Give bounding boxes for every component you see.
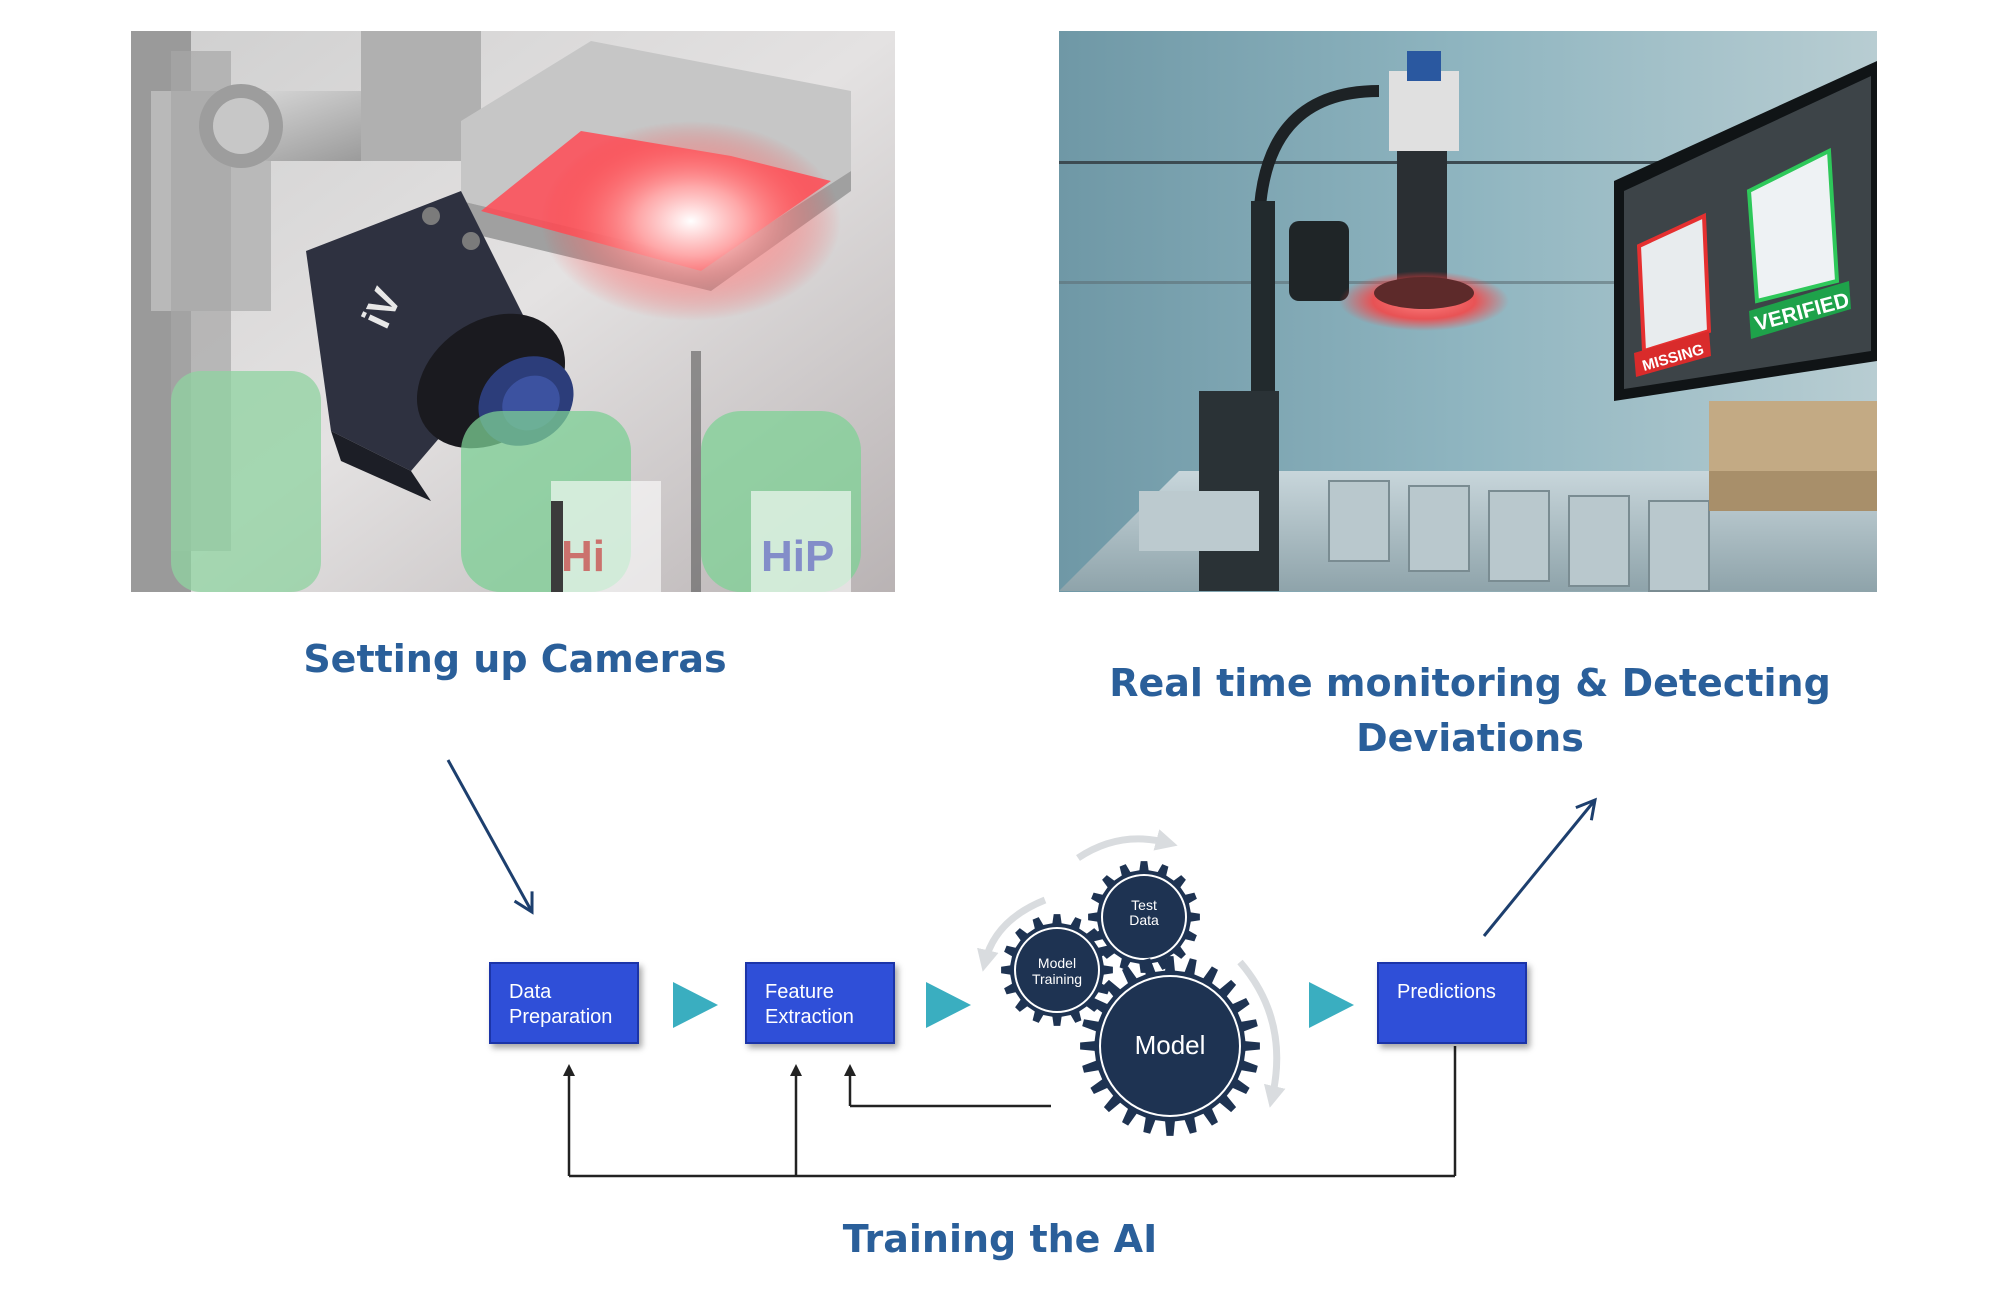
camera-setup-photo: iV Hi HiP: [131, 31, 895, 592]
cycle-arrow-icon: [1076, 829, 1178, 861]
play-arrow-icon: [926, 982, 971, 1028]
play-arrow-icon: [1309, 982, 1354, 1028]
cycle-arrow-icon: [1237, 959, 1286, 1108]
gear-model-training: [1001, 914, 1113, 1026]
gear-model: [1080, 956, 1260, 1136]
feedback-loop: [563, 1046, 1457, 1178]
gear-icon: [1001, 914, 1113, 1026]
gear-ring: [1099, 975, 1241, 1117]
data-preparation-box: Data Preparation: [489, 962, 639, 1044]
caption-real-time-monitoring: Real time monitoring & Detecting Deviati…: [1109, 661, 1831, 761]
cycle-arrow-icon: [977, 896, 1047, 972]
predictions-box: Predictions: [1377, 962, 1527, 1044]
gear-ring: [1101, 874, 1187, 960]
caption-setting-up-cameras: Setting up Cameras: [303, 637, 727, 681]
gear-icon: [1080, 956, 1260, 1136]
gear-label-model: Model: [1135, 1030, 1206, 1060]
monitoring-station-photo: MISSING VERIFIED: [1059, 31, 1877, 592]
svg-text:HiP: HiP: [761, 532, 834, 581]
gear-test-data: [1088, 861, 1200, 973]
svg-text:Hi: Hi: [561, 532, 605, 581]
arrow-predictions-to-monitoring: [1482, 797, 1597, 937]
gear-ring: [1014, 927, 1100, 1013]
caption-training-the-ai: Training the AI: [842, 1217, 1158, 1261]
gear-icon: [1088, 861, 1200, 973]
arrow-cameras-to-data-prep: [446, 759, 534, 915]
feature-extraction-box: Feature Extraction: [745, 962, 895, 1044]
play-arrow-icon: [673, 982, 718, 1028]
